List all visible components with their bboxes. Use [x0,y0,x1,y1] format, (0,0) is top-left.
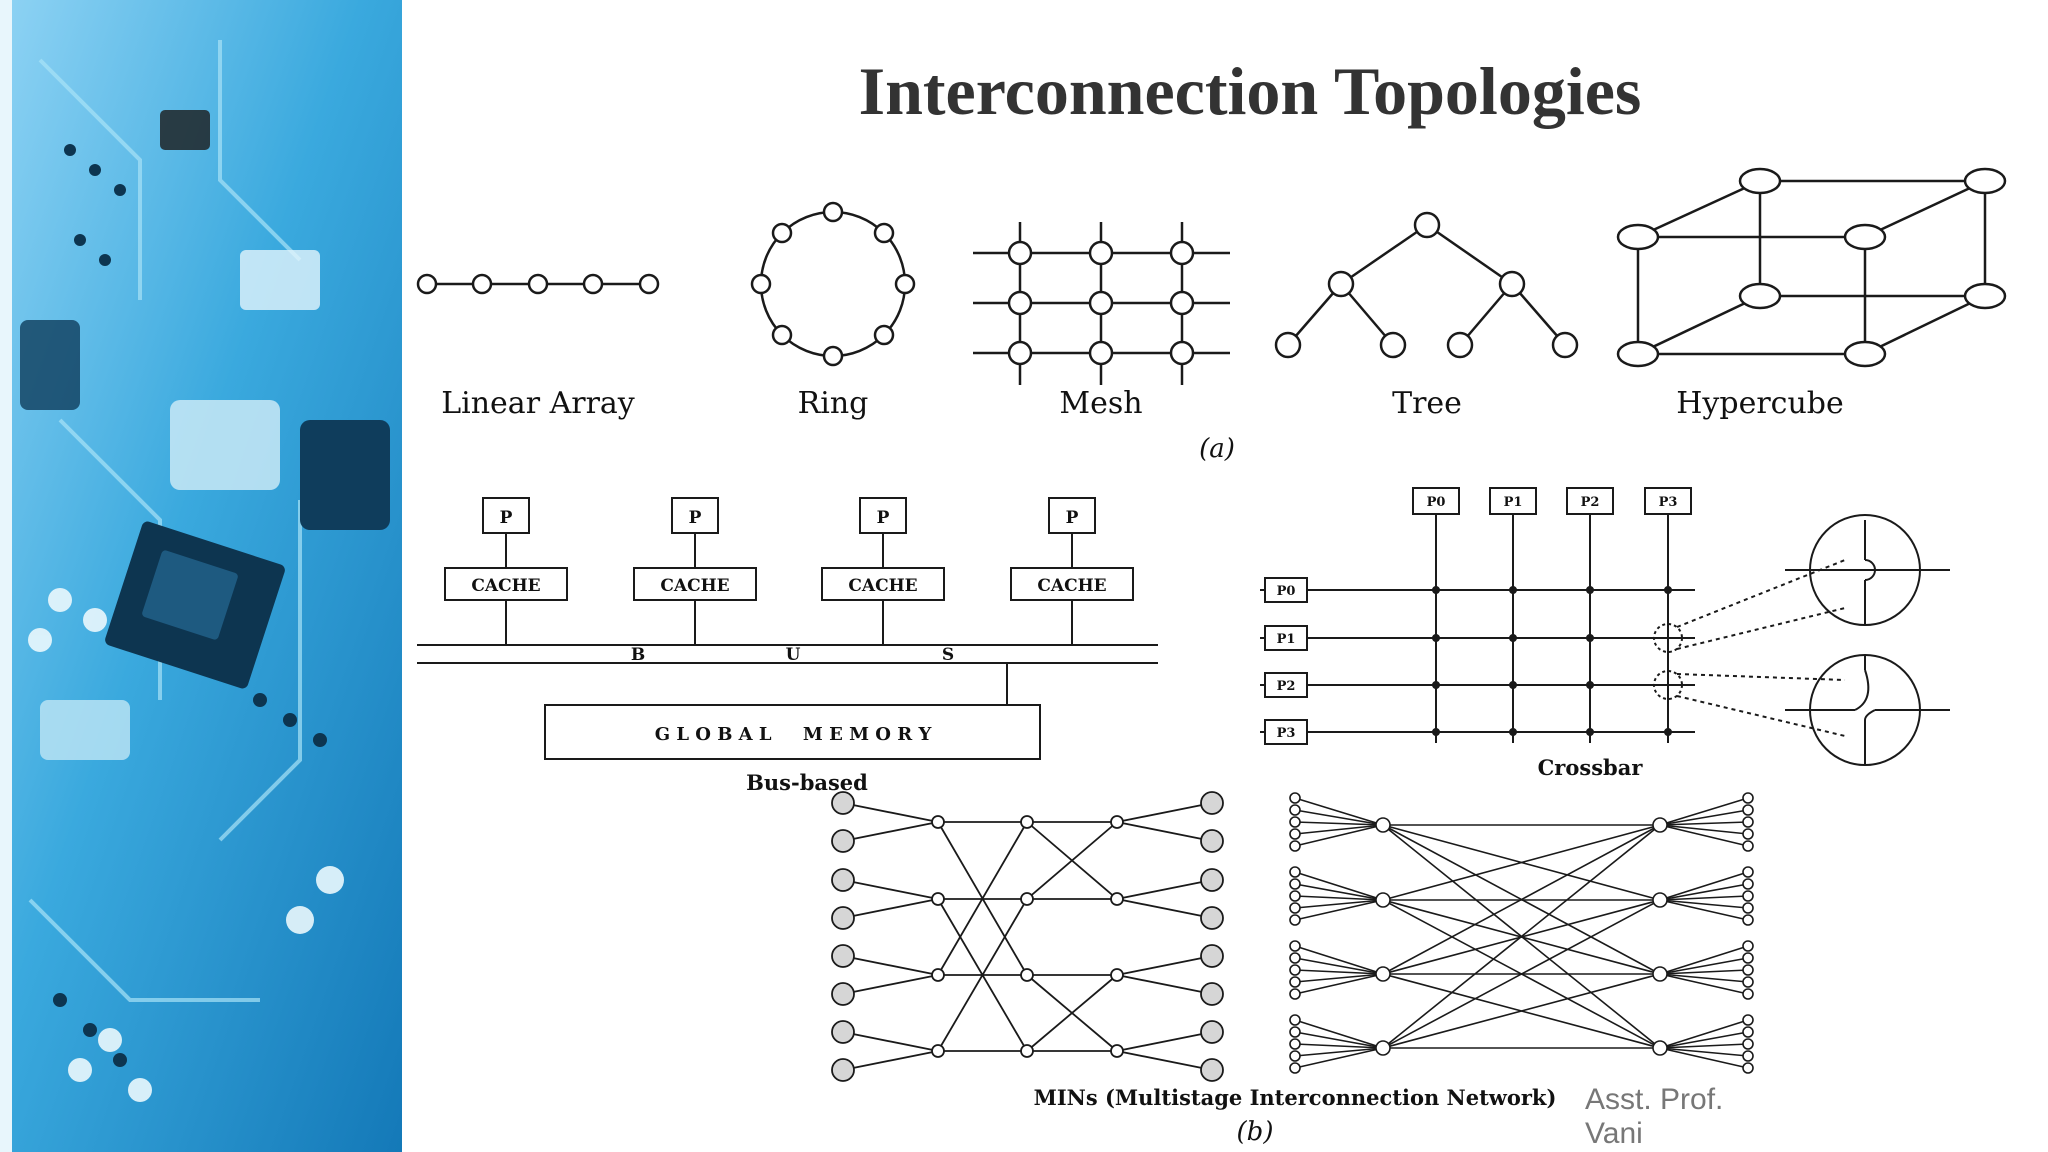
processor-label: P [689,508,702,528]
cache-label: CACHE [471,576,540,596]
crossbar-label: Crossbar [1538,755,1644,780]
crossbar-column-label: P2 [1581,495,1600,510]
crossbar-column-label: P0 [1427,495,1446,510]
hypercube-label: Hypercube [1676,386,1844,421]
crossbar-column-label: P1 [1504,495,1523,510]
caption-b: (b) [1237,1117,1274,1147]
circuit-board-image [0,0,402,1152]
author-title: Asst. Prof. [1585,1083,1724,1116]
mesh-label: Mesh [1059,386,1142,421]
bus-based-label: Bus-based [746,770,868,795]
processor-label: P [1066,508,1079,528]
processor-label: P [500,508,513,528]
linear-array-label: Linear Array [441,386,635,421]
cache-label: CACHE [1037,576,1106,596]
crossbar-diagram [1260,487,1950,766]
crossbar-row-label: P1 [1277,632,1296,647]
bus-letter: U [786,645,801,665]
cache-label: CACHE [660,576,729,596]
topology-diagram: Linear Array Ring Mesh Tree [416,167,2007,1147]
global-memory-label: G L O B A L M E M O R Y [655,724,933,745]
crossbar-row-label: P3 [1277,726,1296,741]
bus-based-diagram [417,497,1158,760]
caption-a: (a) [1199,434,1235,464]
crossbar-row-label: P2 [1277,679,1296,694]
ring-diagram [750,201,916,367]
bus-letter: S [942,645,954,665]
bus-letter: B [631,645,645,665]
author-name: Vani [1585,1117,1643,1150]
ring-label: Ring [798,386,869,421]
linear-array-diagram [416,273,660,295]
slide-title: Interconnection Topologies [858,53,1642,129]
processor-label: P [877,508,890,528]
crossbar-row-label: P0 [1277,584,1296,599]
author-credit: Asst. Prof. Vani [1585,1083,1723,1151]
min-network-left [831,791,1224,1082]
tree-diagram [1274,211,1579,359]
mins-label: MINs (Multistage Interconnection Network… [1034,1085,1557,1110]
crossbar-column-label: P3 [1659,495,1678,510]
cache-label: CACHE [848,576,917,596]
hypercube-diagram [1616,167,2007,368]
min-network-right [1289,792,1754,1074]
mesh-diagram [973,222,1230,385]
tree-label: Tree [1392,386,1462,421]
